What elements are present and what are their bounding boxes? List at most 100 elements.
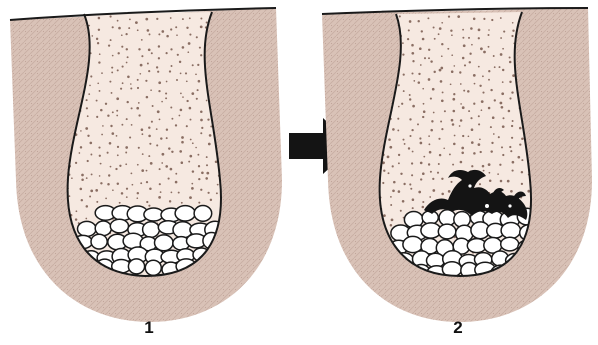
stipple-dot [86,205,89,208]
stipple-dot [186,100,188,102]
stipple-dot [98,17,101,20]
stipple-dot [156,66,158,68]
stipple-dot [130,83,132,85]
stipple-dot [488,46,490,48]
stipple-dot [175,26,177,28]
stipple-dot [121,124,123,126]
stipple-dot [148,70,150,72]
stipple-dot [71,177,73,179]
stipple-dot [90,190,93,193]
stipple-dot [189,34,191,36]
stipple-dot [200,17,202,19]
stipple-dot [428,143,430,145]
stipple-dot [511,125,513,127]
stipple-dot [200,54,202,56]
stipple-dot [81,174,84,177]
stipple-dot [481,109,483,111]
stipple-dot [186,80,188,82]
stipple-dot [404,143,406,145]
stipple-dot [121,34,123,36]
stipple-dot [138,48,140,50]
stipple-dot [498,136,500,138]
stipple-dot [180,73,182,75]
stipple-dot [408,29,410,31]
stipple-dot [478,66,480,68]
stipple-dot [441,128,443,130]
stipple-dot [424,57,426,59]
stipple-dot [166,35,169,38]
stipple-dot [157,71,159,73]
stipple-dot [500,17,502,19]
stipple-dot [87,160,89,162]
stipple-dot [96,201,98,203]
stipple-dot [448,190,451,193]
stipple-dot [511,35,513,37]
stipple-dot [162,153,165,156]
stipple-dot [420,162,423,165]
stipple-dot [216,192,218,194]
stipple-dot [411,162,413,164]
stipple-dot [87,115,89,117]
stipple-dot [160,137,162,139]
stipple-dot [474,83,476,85]
stipple-dot [110,125,112,127]
stipple-dot [130,87,132,89]
stipple-dot [390,224,393,227]
stipple-dot [412,60,414,62]
stipple-dot [126,118,128,120]
stipple-dot [200,26,203,29]
stipple-dot [140,64,143,67]
stipple-dot [152,105,154,107]
stipple-dot [116,115,118,117]
stipple-dot [176,34,178,36]
stipple-dot [453,110,456,113]
stipple-dot [491,142,493,144]
stipple-dot [398,106,400,108]
stipple-dot [403,183,405,185]
stipple-dot [175,173,177,175]
stipple-dot [112,111,114,113]
stipple-dot [156,144,158,146]
stipple-dot [147,29,150,32]
stipple-dot [137,164,139,166]
sphere [501,237,519,251]
stipple-dot [478,29,481,32]
sphere [110,219,128,233]
stipple-dot [488,79,490,81]
stipple-dot [150,89,152,91]
stipple-dot [429,196,431,198]
stipple-dot [127,76,130,79]
stipple-dot [409,94,411,96]
stipple-dot [454,135,456,137]
panel-1-socket [10,8,282,322]
stipple-dot [398,190,401,193]
stipple-dot [100,109,103,112]
stipple-dot [409,183,411,185]
stipple-dot [453,143,456,146]
stipple-dot [137,29,139,31]
stipple-dot [501,92,504,95]
stipple-dot [412,207,414,209]
stipple-dot [469,61,471,63]
stipple-dot [107,152,109,154]
stipple-dot [209,134,212,137]
stipple-dot [141,169,144,172]
stipple-dot [430,171,432,173]
stipple-dot [430,98,432,100]
stipple-dot [451,119,454,122]
sphere [128,259,144,274]
stipple-dot [432,88,435,91]
stipple-dot [189,17,191,19]
stipple-dot [69,195,71,197]
stipple-dot [411,52,414,55]
stipple-dot [188,42,191,45]
stipple-dot [422,88,424,90]
stipple-dot [126,196,128,198]
stipple-dot [182,96,184,98]
stipple-dot [177,54,179,56]
stipple-dot [197,89,199,91]
stipple-dot [102,125,104,127]
sphere [78,221,97,236]
stipple-dot [422,201,424,203]
stipple-dot [423,103,425,105]
